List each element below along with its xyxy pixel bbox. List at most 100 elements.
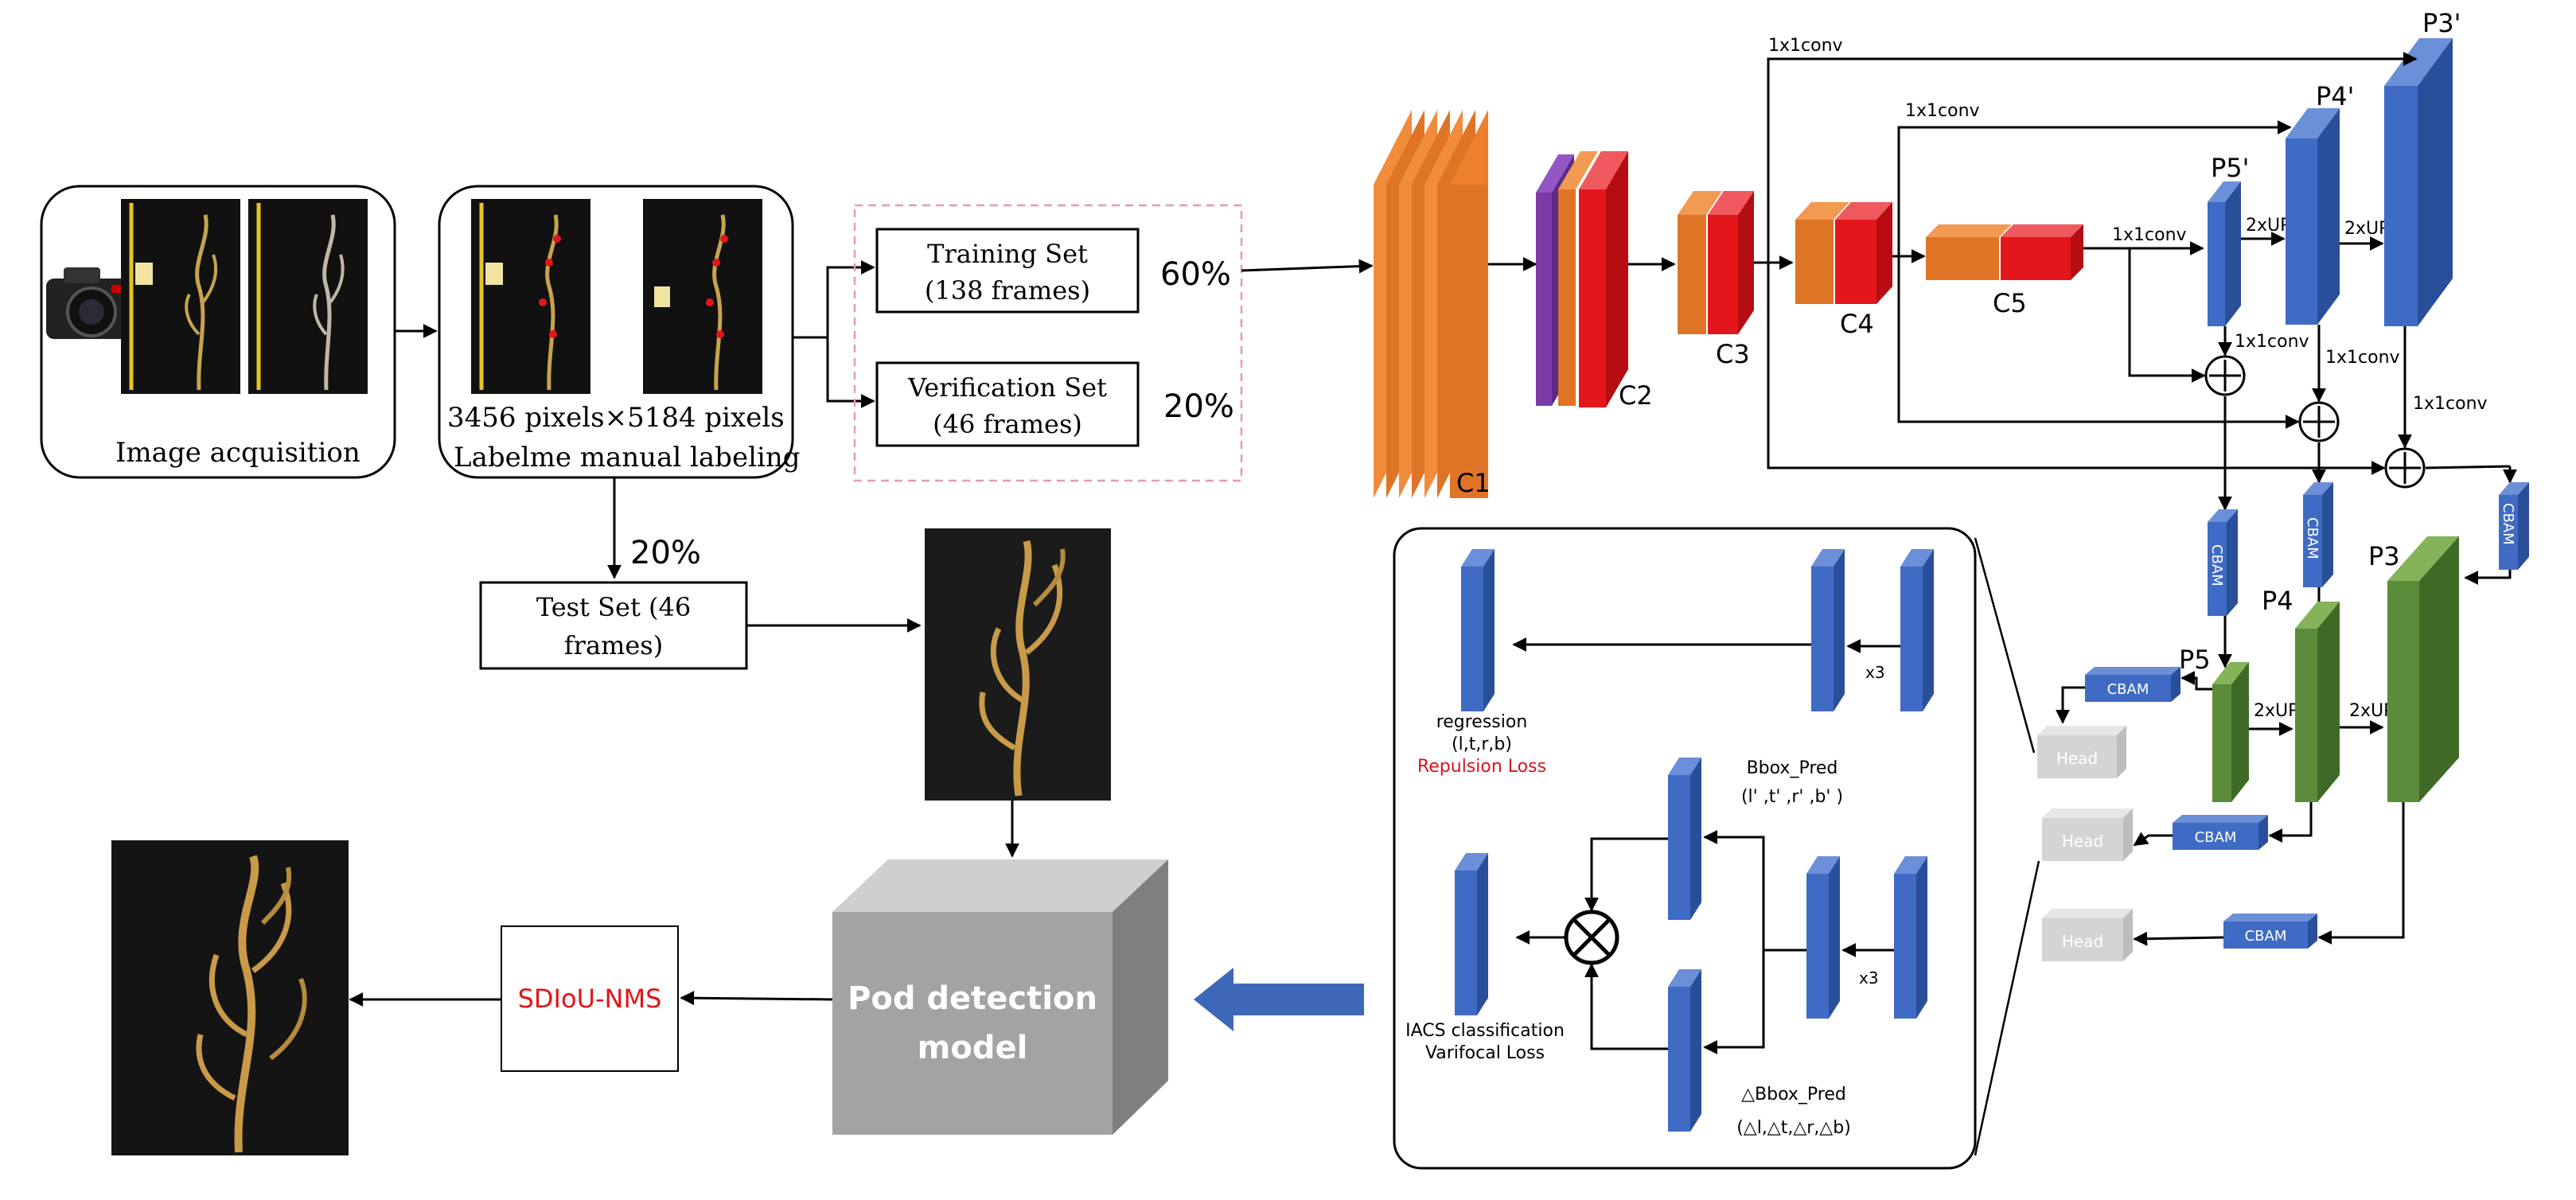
p4-prime-label: P4' [2316,81,2354,111]
up-label-3: 2xUP [2254,701,2298,721]
multiply-icon [1564,910,1619,965]
cbam-vertical-1: CBAM [2208,509,2238,616]
p3-prime-label: P3' [2422,8,2461,38]
c1-block [1374,110,1488,498]
verification-pct: 20% [1163,388,1234,425]
regression-label: regression [1436,712,1528,732]
c4-block [1795,202,1892,304]
c5-label: C5 [1993,288,2027,318]
verification-set-line1: Verification Set [907,372,1107,403]
p3-label: P3 [2368,541,2400,571]
labeling-box [438,185,794,479]
conv-stack-bottom [1806,856,1927,1019]
model-label-line1: Pod detection [848,980,1097,1017]
svg-text:CBAM: CBAM [2500,503,2516,545]
test-set-box [479,581,748,670]
delta-bbox-block [1668,969,1701,1132]
up-label-4: 2xUP [2349,701,2394,721]
pod-detection-model-box [832,859,1168,1135]
training-set-line1: Training Set [927,239,1088,269]
svg-text:Head: Head [2056,749,2098,768]
c4-label: C4 [1840,309,1874,339]
svg-text:Head: Head [2062,832,2103,851]
iacs-block [1455,853,1488,1015]
result-plant-image [111,840,349,1155]
p4-prime-block [2286,108,2340,325]
bbox-pred-label: Bbox_Pred [1747,758,1838,778]
add-node-3 [2384,447,2426,489]
bbox-pred-block [1668,758,1701,920]
delta-bbox-label: △Bbox_Pred [1741,1085,1846,1105]
iacs-label-line1: IACS classification [1405,1021,1565,1041]
conv-label-p5: 1x1conv [2235,332,2309,352]
p3-block [2387,536,2459,802]
c2-label: C2 [1619,380,1653,411]
head-box-1: Head [2037,726,2126,778]
up-label-1: 2xUP [2246,216,2290,236]
cbam-horizontal-p3: CBAM [2223,914,2317,949]
conv-label-c3: 1x1conv [1768,36,1843,56]
resolution-label: 3456 pixels×5184 pixels [447,402,785,434]
sdiou-nms-label: SDIoU-NMS [518,984,662,1014]
p5-prime-label: P5' [2211,153,2249,183]
image-acquisition-label: Image acquisition [115,437,360,469]
p5-block [2212,662,2249,802]
labeling-label: Labelme manual labeling [454,442,800,473]
svg-text:CBAM: CBAM [2208,544,2225,586]
plant-photo-raw-2 [248,199,368,394]
iacs-label-line2: Varifocal Loss [1425,1043,1545,1063]
svg-text:Head: Head [2062,932,2103,951]
training-set-line2: (138 frames) [925,275,1090,306]
c3-label: C3 [1716,339,1750,369]
head-box-2: Head [2042,808,2133,861]
bbox-pred-vars: (l' ,t' ,r' ,b' ) [1741,787,1843,807]
x3-label-top: x3 [1865,663,1885,682]
c1-label: C1 [1456,468,1491,498]
training-set-box [875,228,1140,314]
conv-label-c4: 1x1conv [1905,101,1980,121]
conv-label-c5: 1x1conv [2112,225,2187,245]
add-node-1 [2204,355,2246,396]
sdiou-nms-box [501,925,679,1072]
verification-set-box [875,361,1140,447]
up-label-2: 2xUP [2344,219,2389,239]
camera-icon [46,267,134,339]
p4-block [2295,602,2340,802]
model-label-line2: model [918,1030,1028,1066]
plant-photo-labeled-2 [643,199,762,394]
head-box-3: Head [2042,909,2133,961]
conv-stack-top [1811,549,1934,711]
svg-text:CBAM: CBAM [2107,681,2149,698]
test-pct: 20% [630,535,701,571]
c2-block [1536,151,1628,407]
c5-block [1926,224,2083,280]
regression-block [1461,549,1495,711]
p3-prime-block [2384,38,2453,326]
delta-bbox-vars: (△l,△t,△r,△b) [1736,1118,1851,1138]
x3-label-bottom: x3 [1859,968,1879,988]
big-blue-arrow-icon [1194,968,1364,1031]
verification-set-line2: (46 frames) [933,409,1082,439]
plant-photo-labeled [471,199,590,394]
svg-text:CBAM: CBAM [2245,928,2287,945]
test-set-line2: frames) [564,630,663,660]
regression-vars: (l,t,r,b) [1452,734,1512,754]
dataset-dashed-region [853,204,1243,482]
test-set-line1: Test Set (46 [536,592,691,622]
cbam-horizontal-p4: CBAM [2173,815,2268,850]
repulsion-loss-label: Repulsion Loss [1417,757,1546,777]
add-node-2 [2298,401,2340,442]
p4-label: P4 [2262,586,2293,616]
p5-label: P5 [2179,645,2211,675]
svg-text:CBAM: CBAM [2304,517,2321,559]
cbam-vertical-3: CBAM [2499,482,2529,570]
c3-block [1678,191,1754,334]
plant-photo-raw [121,199,240,394]
cbam-horizontal-p5: CBAM [2085,667,2180,702]
training-pct: 60% [1160,256,1231,293]
cbam-vertical-2: CBAM [2303,482,2333,587]
svg-text:CBAM: CBAM [2195,829,2237,846]
conv-label-p3: 1x1conv [2413,394,2488,414]
test-plant-image [925,528,1111,801]
